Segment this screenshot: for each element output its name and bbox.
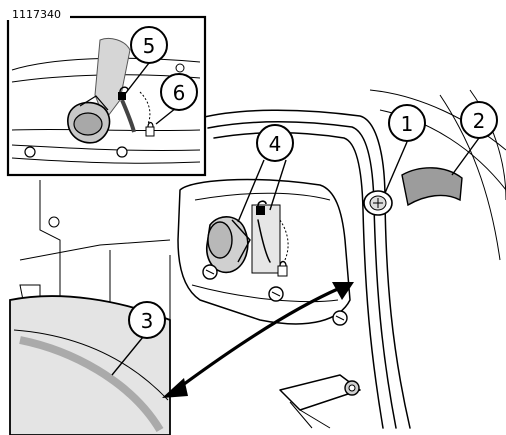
svg-text:6: 6 bbox=[173, 81, 186, 105]
callout-1: 1 bbox=[388, 104, 426, 142]
callout-6: 6 bbox=[160, 73, 198, 111]
svg-text:1: 1 bbox=[401, 112, 414, 136]
callout-3: 3 bbox=[128, 301, 166, 339]
adjuster-knob bbox=[205, 216, 251, 274]
reference-number: 1117340 bbox=[12, 8, 61, 21]
inset-adjuster-knob bbox=[67, 95, 111, 144]
inset-screw bbox=[24, 146, 36, 158]
screw bbox=[332, 310, 348, 326]
lock-symbol-icon bbox=[277, 260, 288, 277]
inset-screw bbox=[116, 146, 128, 158]
screw bbox=[202, 264, 218, 280]
callout-2: 2 bbox=[460, 101, 498, 139]
inset-lock-symbol-icon bbox=[145, 121, 155, 137]
callout-5: 5 bbox=[130, 26, 168, 64]
svg-text:4: 4 bbox=[269, 132, 282, 156]
inset-unlock-symbol-icon bbox=[118, 86, 129, 100]
door-strap bbox=[401, 167, 463, 207]
frame-fastener bbox=[363, 190, 393, 216]
screw bbox=[268, 286, 284, 302]
inset-screw bbox=[175, 63, 185, 73]
svg-text:2: 2 bbox=[473, 109, 486, 133]
svg-text:5: 5 bbox=[143, 34, 156, 58]
opening-motion-arrow bbox=[162, 282, 354, 398]
unlock-symbol-icon bbox=[256, 200, 267, 215]
detail-inset: 1117340 bbox=[0, 6, 207, 177]
svg-text:3: 3 bbox=[141, 309, 154, 333]
callout-4: 4 bbox=[256, 124, 294, 162]
hinge-bolt bbox=[344, 380, 360, 396]
main-scene bbox=[9, 89, 506, 435]
